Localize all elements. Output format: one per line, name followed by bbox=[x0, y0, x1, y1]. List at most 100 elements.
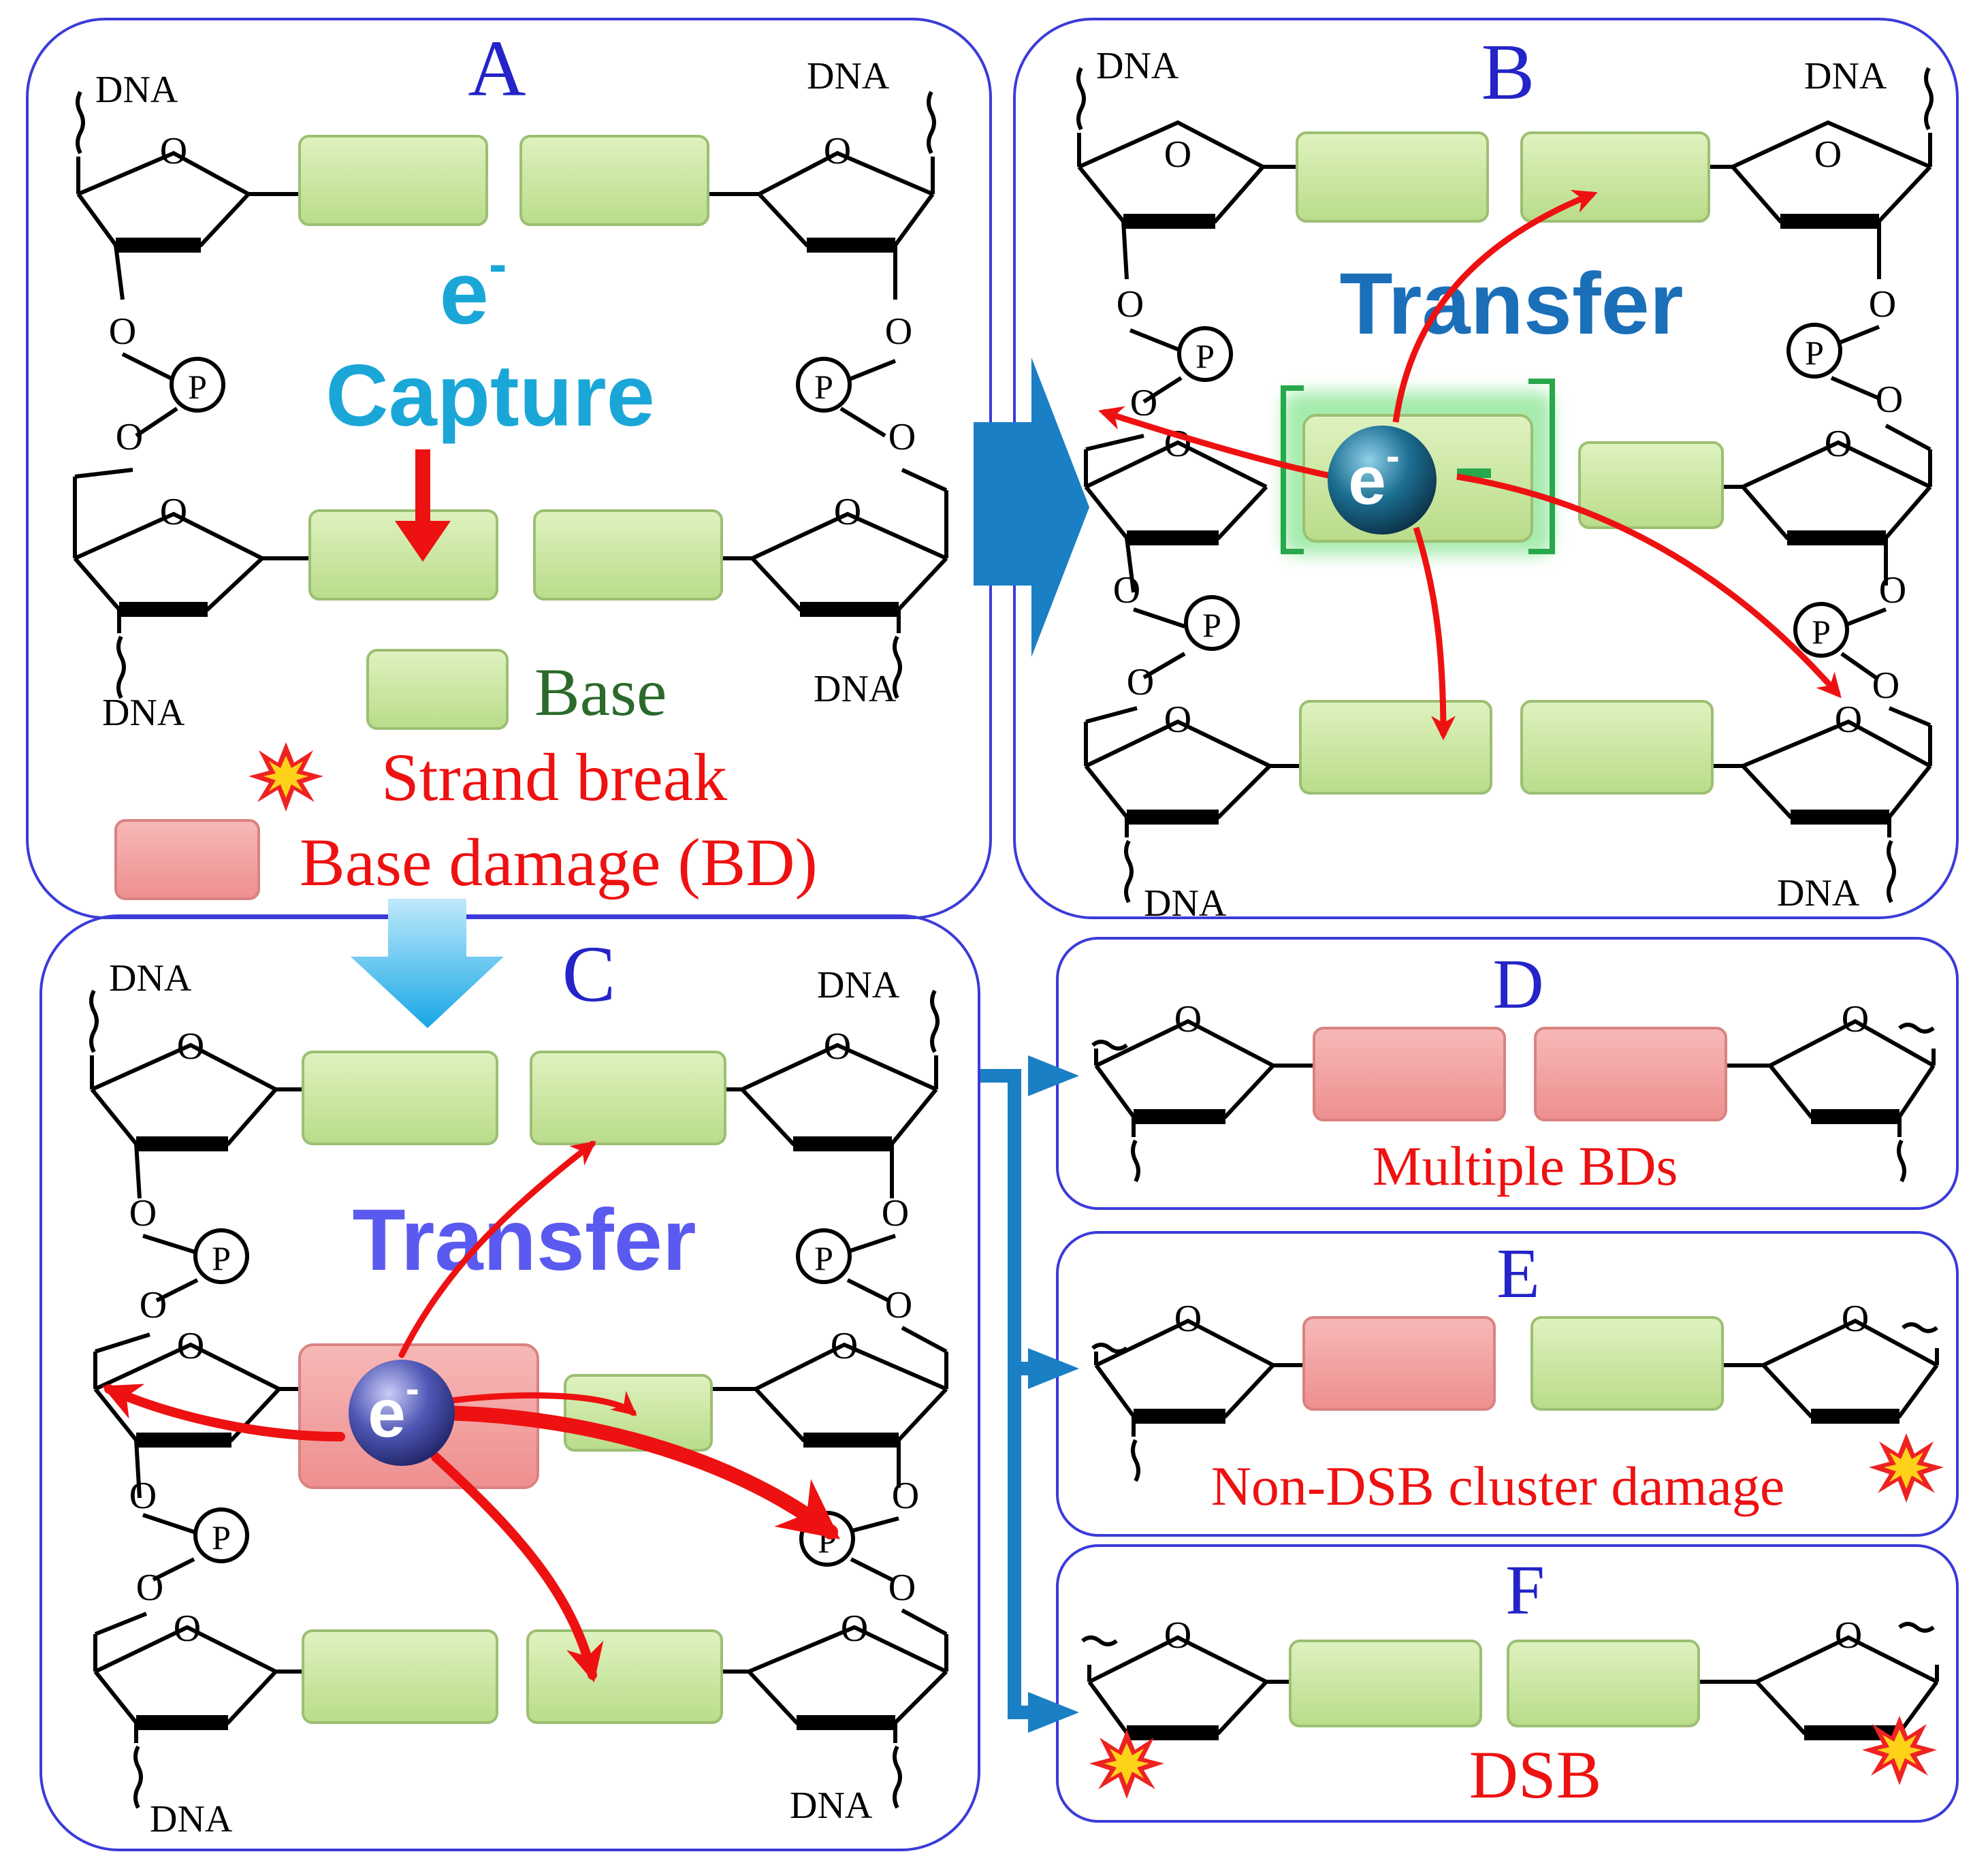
oxygen-label: O bbox=[1164, 1614, 1191, 1657]
oxygen-label: O bbox=[831, 1325, 858, 1367]
phosphate-linker bbox=[94, 1513, 948, 1636]
phosphate-label: P bbox=[188, 368, 207, 406]
sugar-ring-icon bbox=[76, 91, 300, 300]
sugar-ring-icon bbox=[1091, 1318, 1304, 1482]
sugar-ring-icon bbox=[708, 91, 936, 300]
oxygen-label: O bbox=[885, 1284, 912, 1326]
damaged-base-block bbox=[1534, 1027, 1727, 1121]
electron-transfer-arrow-icon bbox=[1098, 189, 1842, 741]
oxygen-label: O bbox=[1835, 699, 1862, 741]
oxygen-label: O bbox=[177, 1325, 204, 1367]
dna-label: DNA bbox=[95, 69, 178, 111]
oxygen-label: O bbox=[1174, 1298, 1202, 1340]
panel-f-border bbox=[1056, 1544, 1959, 1823]
dna-label: DNA bbox=[1096, 45, 1179, 87]
branch-flow-arrow-icon bbox=[980, 1069, 1045, 1719]
oxygen-label: O bbox=[1879, 569, 1906, 611]
sugar-ring-icon bbox=[711, 490, 948, 699]
sugar-ring-icon bbox=[93, 1342, 300, 1499]
oxygen-label: O bbox=[116, 416, 143, 458]
sugar-ring-icon bbox=[73, 477, 310, 699]
oxygen-label: O bbox=[1117, 283, 1144, 325]
phosphate-label: P bbox=[1202, 606, 1221, 644]
base-block bbox=[1507, 1640, 1700, 1727]
legend-base-damage-swatch bbox=[114, 819, 260, 900]
base-block bbox=[1289, 1640, 1482, 1727]
base-block bbox=[526, 1629, 723, 1724]
oxygen-label: O bbox=[1869, 283, 1896, 325]
oxygen-label: O bbox=[136, 1567, 163, 1609]
electron-transfer-arrow-icon bbox=[101, 1140, 840, 1682]
electron-label: e- bbox=[368, 1366, 419, 1452]
transfer-caption: Transfer bbox=[1339, 255, 1683, 353]
non-dsb-caption: Non-DSB cluster damage bbox=[1211, 1455, 1785, 1517]
oxygen-label: O bbox=[1842, 998, 1869, 1040]
phosphate-label: P bbox=[814, 368, 833, 406]
strand-break-starburst-icon bbox=[248, 742, 323, 812]
oxygen-label: O bbox=[129, 1192, 157, 1234]
panel-e: E O O Non-DSB cluster damage bbox=[1091, 1234, 1944, 1517]
phosphate-label: P bbox=[212, 1239, 231, 1277]
legend-base-swatch bbox=[366, 649, 509, 730]
flow-arrow-icon bbox=[351, 899, 504, 1028]
oxygen-label: O bbox=[1872, 665, 1899, 707]
base-block bbox=[1520, 700, 1714, 795]
oxygen-label: O bbox=[1174, 998, 1202, 1040]
dna-label: DNA bbox=[817, 964, 900, 1006]
oxygen-label: O bbox=[1835, 1614, 1862, 1657]
dna-label: DNA bbox=[790, 1785, 873, 1827]
capture-caption: Capture bbox=[325, 347, 655, 445]
electron-label: e- bbox=[440, 234, 507, 342]
sugar-ring-icon bbox=[722, 989, 940, 1198]
dna-label: DNA bbox=[102, 692, 185, 734]
base-block bbox=[1299, 700, 1492, 795]
oxygen-label: O bbox=[1842, 1298, 1869, 1340]
strand-break-starburst-icon bbox=[1869, 1433, 1944, 1503]
oxygen-label: O bbox=[140, 1284, 167, 1326]
phosphate-circle-icon: P bbox=[193, 1507, 249, 1563]
panel-b-letter: B bbox=[1481, 27, 1535, 116]
panel-c-border bbox=[39, 914, 980, 1851]
sugar-ring-icon bbox=[89, 989, 303, 1199]
oxygen-label: O bbox=[892, 1475, 919, 1517]
dna-label: DNA bbox=[807, 55, 890, 97]
phosphate-circle-icon: P bbox=[1177, 326, 1233, 382]
phosphate-label: P bbox=[1196, 337, 1215, 375]
dna-label: DNA bbox=[109, 957, 192, 1000]
panel-e-letter: E bbox=[1496, 1234, 1540, 1313]
phosphate-circle-icon: P bbox=[170, 357, 225, 413]
oxygen-label: O bbox=[882, 1192, 909, 1234]
panel-c-letter: C bbox=[562, 929, 616, 1019]
oxygen-label: O bbox=[888, 416, 916, 458]
oxygen-label: O bbox=[824, 1025, 851, 1068]
dna-label: DNA bbox=[150, 1798, 233, 1840]
oxygen-label: O bbox=[841, 1608, 868, 1650]
oxygen-label: O bbox=[834, 491, 861, 533]
base-block bbox=[1520, 131, 1710, 223]
sugar-ring-icon bbox=[1084, 719, 1300, 904]
sugar-ring-icon bbox=[1091, 1019, 1314, 1183]
base-block bbox=[519, 135, 709, 226]
electron-label: e- bbox=[1348, 433, 1400, 519]
panel-c: C O O O O O bbox=[89, 929, 948, 1840]
legend-strand-break-label: Strand break bbox=[381, 739, 727, 815]
sugar-ring-icon bbox=[1081, 1635, 1290, 1740]
oxygen-label: O bbox=[1876, 379, 1903, 421]
panel-d-letter: D bbox=[1492, 945, 1543, 1023]
flow-arrow-icon bbox=[1028, 1348, 1079, 1389]
sugar-ring-icon bbox=[1726, 1019, 1936, 1183]
electron-sphere-icon: e- bbox=[349, 1360, 455, 1466]
base-block bbox=[298, 135, 488, 226]
base-block bbox=[530, 1051, 726, 1145]
flow-arrow-icon bbox=[1028, 1692, 1079, 1733]
oxygen-label: O bbox=[1814, 133, 1842, 176]
phosphate-label: P bbox=[1805, 334, 1824, 372]
phosphate-label: P bbox=[1812, 613, 1831, 651]
phosphate-circle-icon: P bbox=[796, 357, 852, 413]
sugar-ring-icon bbox=[1719, 440, 1932, 586]
dna-label: DNA bbox=[1144, 882, 1227, 925]
bracket-right bbox=[1528, 379, 1555, 554]
sugar-ring-icon bbox=[1076, 67, 1297, 280]
legend-base-damage-label: Base damage (BD) bbox=[300, 825, 818, 900]
